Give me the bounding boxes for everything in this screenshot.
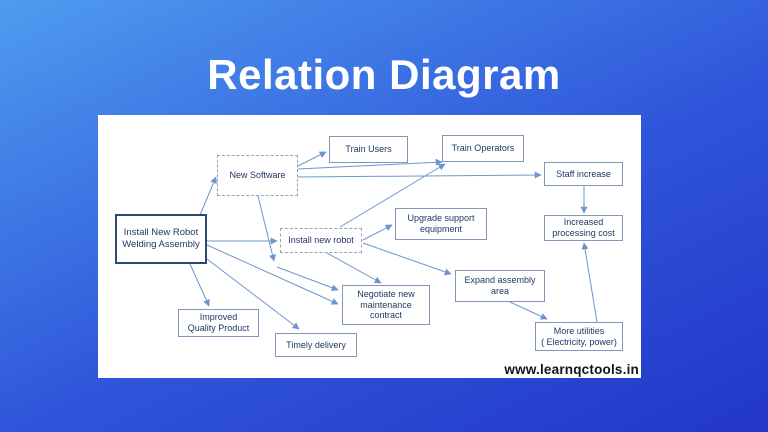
node-install-new-robot: Install new robot [280, 228, 362, 253]
edge-install-new-robot-to-expand-assembly [362, 242, 452, 276]
node-train-users: Train Users [329, 136, 408, 163]
node-label: maintenance [360, 299, 412, 310]
node-label: Timely delivery [286, 339, 346, 350]
node-label: Upgrade support [407, 213, 475, 224]
node-label: contract [369, 310, 402, 321]
edge-new-software-to-train-operators [297, 158, 443, 170]
edge-welding-assembly-to-improved-quality-product [189, 263, 210, 307]
edge-new-software-to-staff-increase [297, 171, 542, 179]
edge-more-utilities-to-increased-processing-cost [581, 242, 598, 323]
edge-install-new-robot-to-negotiate-contract [326, 252, 382, 284]
node-label: New Software [229, 170, 286, 181]
node-label: Welding Assembly [122, 239, 200, 250]
node-more-utilities: More utilities( Electricity, power) [535, 322, 623, 351]
node-label: area [490, 286, 509, 296]
edge-welding-assembly-to-negotiate-contract [206, 244, 339, 305]
edge-welding-assembly-to-timely-delivery [206, 258, 300, 330]
page-title: Relation Diagram [207, 51, 561, 98]
edge-install-new-robot-to-upgrade-support [362, 224, 393, 241]
edge-new-software-to-train-users [297, 151, 327, 167]
node-label: Increased [563, 217, 604, 228]
edge-bend-to-negotiate-contract [276, 266, 339, 292]
node-staff-increase: Staff increase [544, 162, 623, 186]
node-label: Install new robot [288, 235, 354, 246]
node-label: Install New Robot [123, 227, 199, 239]
connector-lines [189, 151, 598, 330]
node-label: Quality Product [187, 323, 250, 333]
edge-new-software-down-arrow [257, 195, 276, 262]
node-label: Improved [199, 312, 238, 323]
node-label: Expand assembly [464, 275, 536, 286]
node-label: equipment [419, 224, 463, 234]
node-train-operators: Train Operators [442, 135, 524, 162]
edge-welding-assembly-to-new-software [199, 176, 217, 216]
node-new-software: New Software [217, 155, 298, 196]
node-label: ( Electricity, power) [541, 336, 617, 347]
node-label: More utilities [553, 325, 605, 336]
node-label: Staff increase [556, 168, 611, 179]
node-label: Train Operators [451, 143, 515, 154]
edge-group [189, 151, 598, 330]
edge-expand-assembly-to-more-utilities [509, 301, 548, 320]
node-timely-delivery: Timely delivery [275, 333, 357, 357]
node-label: Train Users [345, 144, 392, 155]
watermark: www.learnqctools.in [504, 362, 639, 377]
node-label: processing cost [552, 228, 615, 238]
edge-install-new-robot-to-train-operators [339, 163, 446, 228]
node-label: Negotiate new [357, 288, 415, 299]
